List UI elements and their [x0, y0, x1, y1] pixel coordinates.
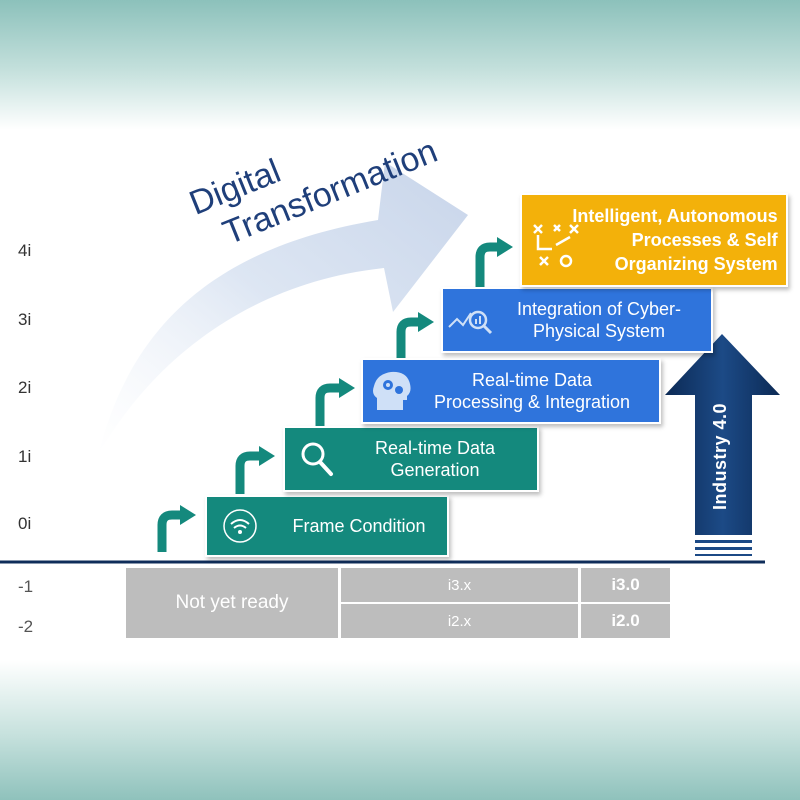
i2x-cell: i2.x — [341, 604, 578, 638]
magnifier-icon — [301, 442, 333, 476]
step-intelligent-autonomous-label: Intelligent, Autonomous Processes & Self… — [572, 206, 778, 274]
level-4i: 4i — [18, 241, 32, 260]
i2-0-cell: i2.0 — [581, 604, 670, 638]
strategy-play-icon — [533, 224, 579, 268]
i2x-label: i2.x — [447, 612, 472, 630]
level-minus-2: -2 — [18, 617, 34, 636]
analytics-icon — [448, 310, 493, 335]
step-frame-condition: Frame Condition — [205, 495, 449, 557]
step-arrow-5 — [475, 237, 513, 290]
i3-0-cell: i3.0 — [581, 568, 670, 602]
level-minus-1: -1 — [18, 577, 34, 596]
step-intelligent-autonomous: Intelligent, Autonomous Processes & Self… — [520, 193, 788, 287]
level-0i: 0i — [18, 514, 32, 533]
i3-0-label: i3.0 — [611, 575, 640, 594]
not-yet-ready-cell: Not yet ready — [126, 568, 338, 638]
step-arrow-1 — [157, 505, 196, 552]
level-3i: 3i — [18, 310, 32, 329]
step-data-processing-label: Real-time Data Processing & Integration — [433, 370, 631, 412]
step-arrows — [157, 237, 513, 552]
step-arrow-4 — [396, 312, 434, 366]
wifi-icon — [223, 509, 257, 543]
brain-gears-icon — [373, 371, 411, 410]
step-arrow-3 — [315, 378, 355, 428]
level-1i: 1i — [18, 447, 32, 466]
i3x-cell: i3.x — [341, 568, 578, 602]
step-data-generation: Real-time Data Generation — [283, 426, 539, 492]
industry-4-label: Industry 4.0 — [710, 402, 730, 510]
step-cyber-physical: Integration of Cyber- Physical System — [441, 287, 713, 353]
i3x-label: i3.x — [447, 576, 472, 594]
step-arrow-2 — [235, 446, 275, 494]
i2-0-label: i2.0 — [611, 611, 640, 630]
step-cyber-physical-label: Integration of Cyber- Physical System — [516, 299, 682, 341]
not-yet-ready-label: Not yet ready — [175, 592, 289, 613]
level-2i: 2i — [18, 378, 32, 397]
industry-arrow — [665, 334, 780, 556]
step-frame-condition-label: Frame Condition — [292, 516, 426, 536]
step-data-processing: Real-time Data Processing & Integration — [361, 358, 661, 424]
digital-transformation-arrow — [98, 162, 468, 455]
step-data-generation-label: Real-time Data Generation — [374, 438, 496, 480]
